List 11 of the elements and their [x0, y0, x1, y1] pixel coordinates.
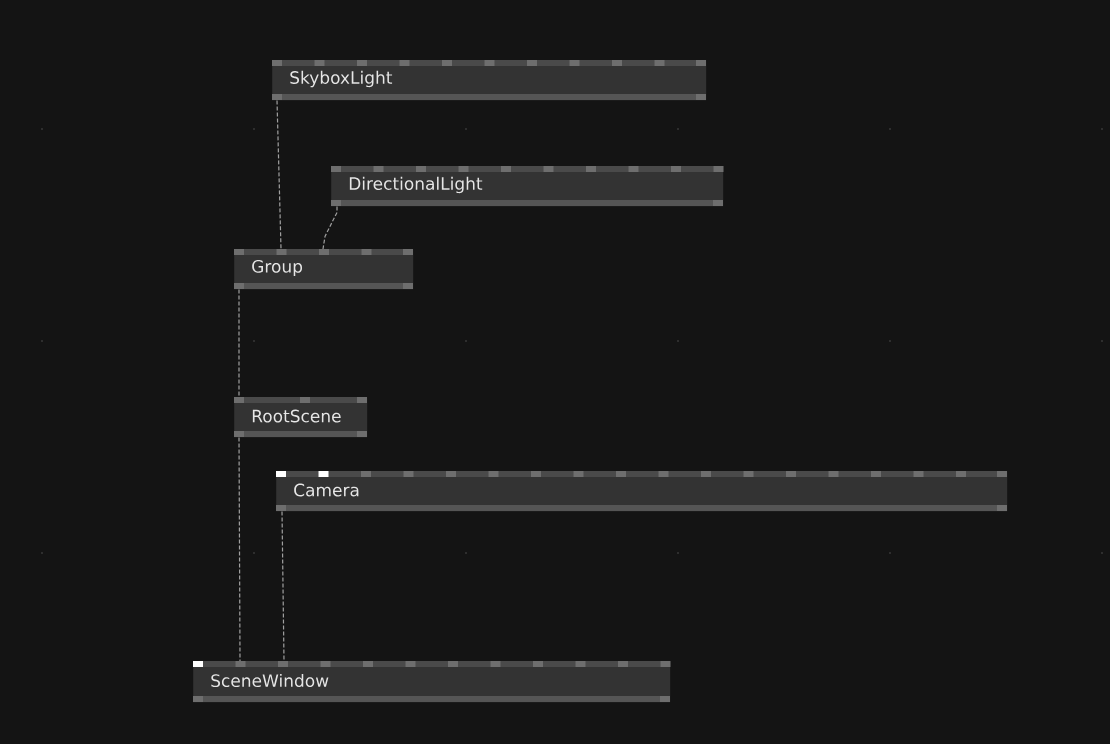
node-box: Camera	[276, 471, 1008, 512]
node-box: SkyboxLight	[272, 60, 707, 101]
connector-line	[238, 436, 241, 662]
node-box: DirectionalLight	[331, 166, 724, 207]
node-box: RootScene	[234, 397, 368, 438]
connector-line	[281, 510, 285, 662]
connector-line	[276, 99, 282, 250]
node-box: SceneWindow	[193, 661, 671, 703]
node-box: Group	[234, 249, 414, 290]
connector-line	[322, 205, 338, 250]
connector-line	[238, 288, 240, 398]
